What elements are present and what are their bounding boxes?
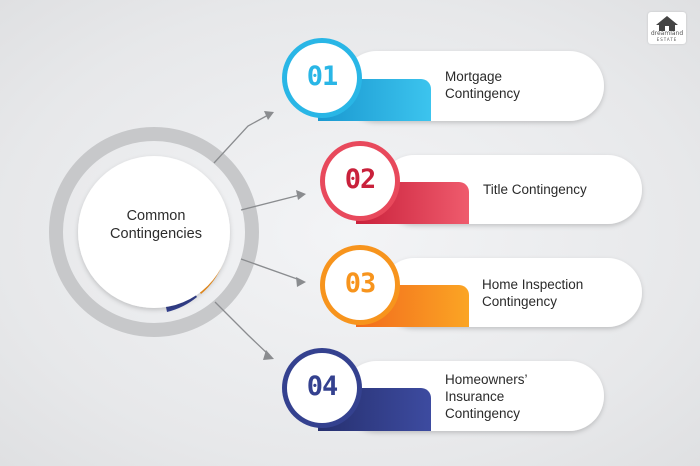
item-03-label: Home Inspection Contingency <box>482 277 584 309</box>
item-01-label: Mortgage Contingency <box>445 69 521 101</box>
center-title: Common Contingencies <box>86 207 226 243</box>
arrowhead-1 <box>264 111 274 120</box>
arrowhead-4 <box>263 350 274 360</box>
connector-1 <box>213 113 271 164</box>
center-hub <box>49 127 259 337</box>
center-title-line-1: Common <box>126 208 186 224</box>
item-04-label: Homeowners’ Insurance Contingency <box>445 372 528 421</box>
house-icon <box>656 16 678 31</box>
logo-text: dreamland ESTATE <box>650 30 684 43</box>
item-03-badge <box>325 250 395 320</box>
item-01 <box>282 38 604 121</box>
dreamland-logo: dreamland ESTATE <box>648 12 686 44</box>
item-02-number: 02 <box>344 164 377 195</box>
item-02-label: Title Contingency <box>483 182 587 197</box>
item-04 <box>282 348 604 431</box>
item-03-number: 03 <box>344 268 377 299</box>
item-01-number: 01 <box>306 61 339 92</box>
connector-2 <box>240 194 301 211</box>
item-04-badge <box>287 353 357 423</box>
connector-4 <box>214 301 271 357</box>
item-04-number: 04 <box>306 371 339 402</box>
arrowheads <box>263 111 306 360</box>
center-circle <box>78 156 230 308</box>
arrowhead-2 <box>296 190 306 200</box>
connectors <box>213 113 301 357</box>
item-02 <box>320 141 642 224</box>
connector-3 <box>240 258 301 281</box>
item-02-badge <box>325 146 395 216</box>
item-03 <box>320 245 642 327</box>
outer-gray-ring <box>49 127 259 337</box>
item-01-badge <box>287 43 357 113</box>
center-title-line-2: Contingencies <box>110 226 202 242</box>
arrowhead-3 <box>296 277 306 287</box>
